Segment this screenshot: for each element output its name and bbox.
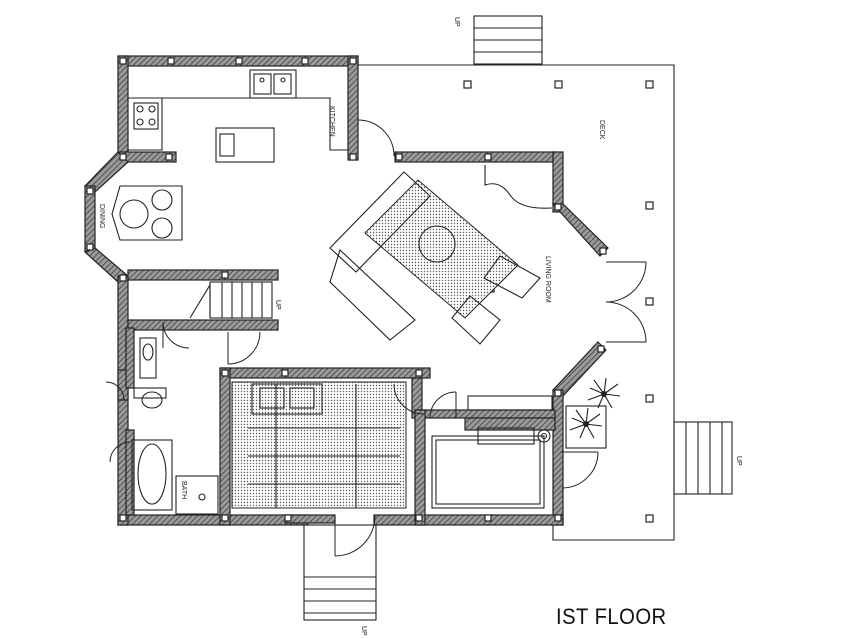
stairs-top: [473, 15, 543, 65]
dining-label: DINING: [98, 204, 105, 229]
wall-posts: [86, 57, 607, 522]
plants: [565, 377, 621, 449]
floor-title: IST FLOOR: [556, 604, 667, 629]
deck-label: DECK: [598, 120, 605, 140]
bath-label: BATH: [180, 481, 187, 499]
stairs-interior: [189, 281, 273, 319]
stairs-right: [673, 421, 733, 495]
bath-fixtures: [131, 337, 219, 515]
stairs-bottom-up-label: UP: [360, 626, 367, 636]
bedroom-furniture: [231, 381, 407, 509]
utility-fixtures: [431, 395, 553, 509]
living-room-furniture: [329, 165, 553, 345]
doors: [105, 119, 647, 557]
kitchen-label: KITCHEN: [328, 106, 335, 137]
interior-walls: [125, 269, 556, 526]
living-room-label: LIVING ROOM: [544, 256, 551, 303]
dining-table: [111, 185, 183, 241]
stairs-right-up-label: UP: [735, 456, 742, 466]
stairs-bottom: [303, 524, 377, 621]
stairs-top-up-label: UP: [453, 17, 460, 27]
stairs-interior-up-label: UP: [274, 300, 281, 310]
kitchen-fixtures: [128, 69, 348, 163]
